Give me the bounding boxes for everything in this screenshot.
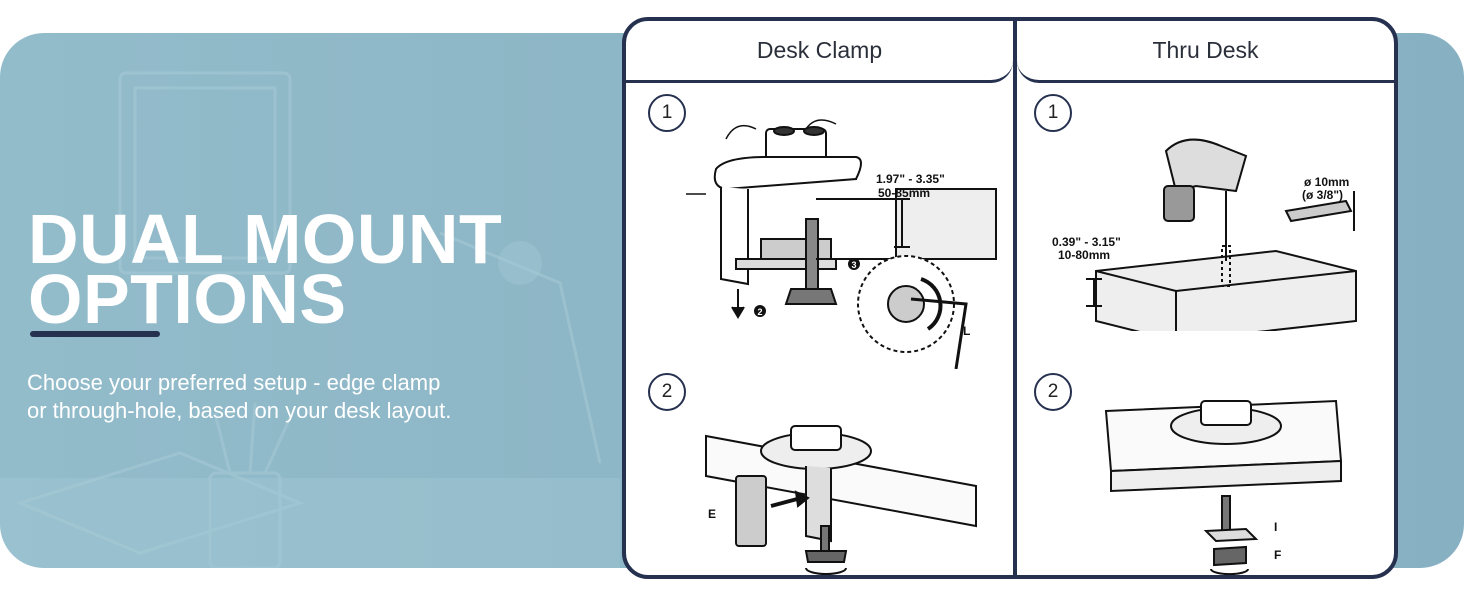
- subtitle-line-2: or through-hole, based on your desk layo…: [27, 398, 452, 423]
- step-number: 2: [648, 373, 686, 411]
- tab-label: Thru Desk: [1152, 37, 1259, 63]
- mount-options-card: Desk Clamp Thru Desk 1: [622, 17, 1398, 579]
- tab-desk-clamp: Desk Clamp: [626, 21, 1013, 83]
- step-number: 2: [1034, 373, 1072, 411]
- hole-diameter-inches: (ø 3/8"): [1302, 188, 1343, 202]
- hole-diameter-mm: ø 10mm: [1304, 175, 1349, 189]
- thru-desk-step-2-illustration: I F: [1104, 399, 1343, 575]
- tab-label: Desk Clamp: [756, 37, 883, 63]
- tab-thru-desk: Thru Desk: [1017, 21, 1394, 83]
- step-number: 1: [1034, 94, 1072, 132]
- background-office-illustration: [0, 71, 620, 568]
- callout-3: 3: [851, 260, 856, 270]
- desk-range-inches: 0.39" - 3.15": [1052, 235, 1121, 249]
- page-title: DUAL MOUNT OPTIONS: [28, 200, 503, 338]
- step-number: 1: [648, 94, 686, 132]
- part-label-l: L: [963, 324, 970, 338]
- title-line-2: OPTIONS: [28, 260, 347, 338]
- part-label-f: F: [1274, 548, 1281, 562]
- desk-clamp-step-2-illustration: E: [705, 425, 977, 575]
- desk-clamp-step-1-illustration: 1.97" - 3.35" 50-85mm 3 2 L: [686, 119, 997, 369]
- column-divider: [1013, 21, 1017, 575]
- clamp-range-mm: 50-85mm: [878, 186, 930, 200]
- title-line-1: DUAL MOUNT: [28, 200, 503, 278]
- thru-desk-step-1-illustration: ø 10mm (ø 3/8") 0.39" - 3.15" 10-80mm: [1052, 138, 1357, 331]
- desk-range-mm: 10-80mm: [1058, 248, 1110, 262]
- subtitle-line-1: Choose your preferred setup - edge clamp: [27, 370, 441, 395]
- part-label-e: E: [708, 507, 716, 521]
- part-label-i: I: [1274, 520, 1277, 534]
- title-underline: [30, 331, 160, 337]
- clamp-range-inches: 1.97" - 3.35": [876, 172, 945, 186]
- callout-2: 2: [757, 307, 762, 317]
- subtitle: Choose your preferred setup - edge clamp…: [27, 369, 547, 425]
